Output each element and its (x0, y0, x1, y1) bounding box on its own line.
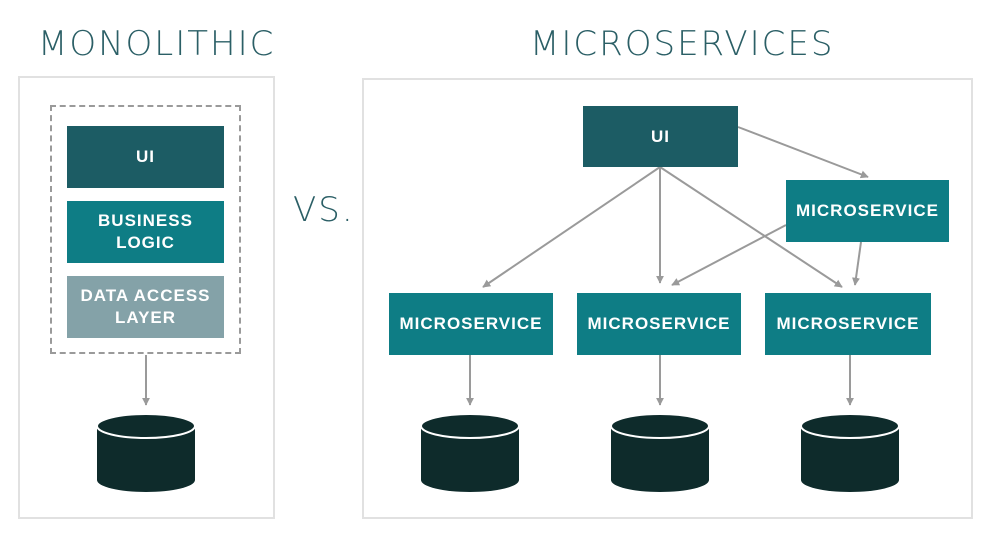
monolith-business-logic-layer: BUSINESS LOGIC (67, 201, 224, 263)
ui-to-microservice-1-arrow (482, 166, 661, 288)
microservice-2-database-icon (610, 413, 710, 492)
monolithic-title: MONOLITHIC (38, 24, 276, 64)
monolith-data-access-layer: DATA ACCESS LAYER (67, 276, 224, 338)
ui-to-microservice-top-arrow (737, 126, 869, 179)
microservices-title: MICROSERVICES (530, 24, 835, 64)
vs-label: VS. (293, 190, 355, 230)
monolith-boundary (50, 105, 241, 354)
top-service-to-microservice-3-arrow (852, 241, 862, 286)
microservice-box-2: MICROSERVICE (577, 293, 741, 355)
microservices-ui-box: UI (583, 106, 738, 167)
microservice-box-top: MICROSERVICE (786, 180, 949, 242)
microservice-3-database-icon (800, 413, 900, 492)
monolith-database-icon (96, 413, 196, 492)
ui-to-microservice-3-arrow (659, 166, 843, 288)
microservice-box-3: MICROSERVICE (765, 293, 931, 355)
microservice-box-1: MICROSERVICE (389, 293, 553, 355)
microservice-1-database-icon (420, 413, 520, 492)
top-service-to-microservice-2-arrow (671, 224, 787, 286)
monolith-ui-layer: UI (67, 126, 224, 188)
